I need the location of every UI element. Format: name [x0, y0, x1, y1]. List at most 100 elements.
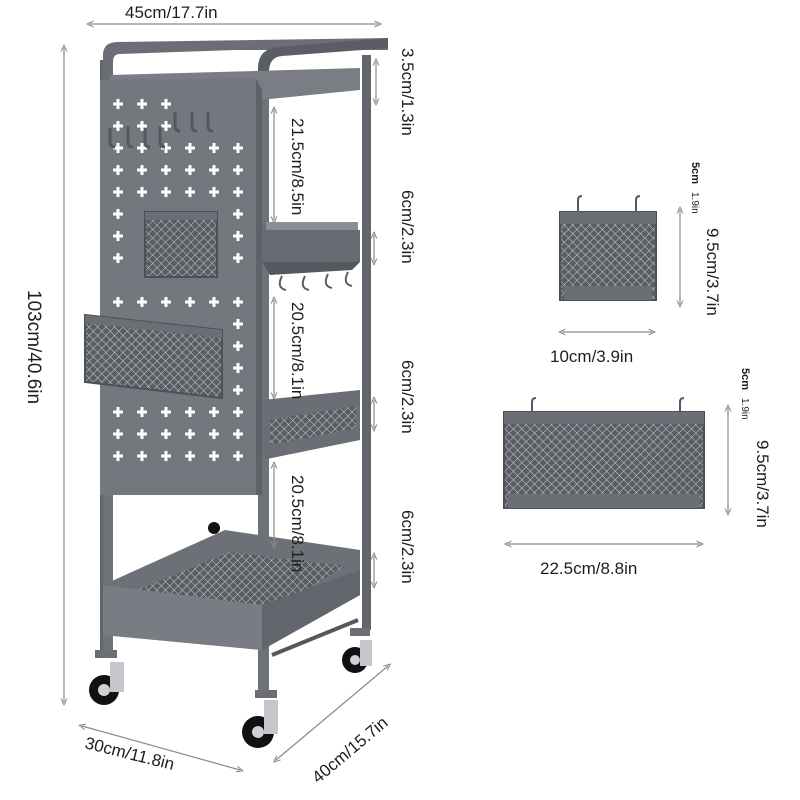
peg-hole — [113, 99, 123, 109]
rolling-cart — [84, 38, 388, 748]
pegboard-small-basket — [144, 211, 218, 278]
peg-hole — [209, 429, 219, 439]
peg-hole — [233, 187, 243, 197]
peg-hole — [185, 165, 195, 175]
pegboard-large-basket — [84, 313, 223, 400]
shelf-1 — [262, 222, 360, 275]
peg-hole — [137, 407, 147, 417]
peg-hole — [161, 451, 171, 461]
peg-hole — [161, 99, 171, 109]
peg-hole — [233, 363, 243, 373]
peg-hole — [233, 297, 243, 307]
peg-hole — [233, 253, 243, 263]
small-basket-width-label: 10cm/3.9in — [550, 347, 633, 366]
small-basket-depth-cm-label: 5cm — [689, 162, 701, 184]
peg-hole — [137, 121, 147, 131]
shelf-2 — [262, 390, 360, 460]
small-basket — [559, 195, 657, 301]
large-basket — [503, 397, 705, 509]
peg-hole — [233, 143, 243, 153]
shelf-hooks — [278, 271, 353, 291]
peg-hole — [161, 187, 171, 197]
peg-hole — [137, 99, 147, 109]
small-basket-depth-in-label: 1.9in — [689, 192, 700, 214]
top-handle-front — [258, 38, 388, 90]
peg-hole — [209, 451, 219, 461]
peg-hole — [113, 407, 123, 417]
peg-hole — [185, 429, 195, 439]
pegboard-upper — [100, 78, 262, 298]
caster-wheels — [89, 522, 372, 748]
peg-hole — [233, 165, 243, 175]
peg-hole — [161, 165, 171, 175]
peg-hole — [113, 187, 123, 197]
peg-hole — [209, 187, 219, 197]
peg-hole — [209, 297, 219, 307]
large-basket-height-label: 9.5cm/3.7in — [753, 440, 772, 528]
large-basket-measure-lines — [508, 408, 728, 544]
tier2-depth-label: 6cm/2.3in — [398, 360, 417, 434]
peg-hole — [113, 451, 123, 461]
base-width-label: 40cm/15.7in — [308, 713, 391, 787]
peg-hole — [209, 407, 219, 417]
peg-hole — [113, 209, 123, 219]
base-depth-line — [82, 726, 240, 770]
peg-hole — [137, 143, 147, 153]
large-basket-width-label: 22.5cm/8.8in — [540, 559, 637, 578]
caster-back-right — [342, 628, 372, 673]
peg-hole — [137, 187, 147, 197]
peg-hole — [233, 451, 243, 461]
tier3-depth-label: 6cm/2.3in — [398, 510, 417, 584]
peg-hole — [233, 231, 243, 241]
small-basket-measure-lines — [562, 210, 680, 332]
base-width-line — [276, 666, 388, 760]
pegboard-holes — [113, 99, 243, 461]
caster-back-left — [208, 522, 220, 534]
peg-hole — [185, 187, 195, 197]
cart-post-front-left-lower — [103, 470, 113, 650]
measure-lines — [64, 24, 388, 770]
caster-front-right — [242, 690, 278, 748]
peg-hole — [161, 121, 171, 131]
peg-hole — [137, 297, 147, 307]
tier2-gap-label: 20.5cm/8.1in — [288, 302, 307, 399]
cart-post-front-right — [258, 70, 269, 690]
peg-hole — [113, 121, 123, 131]
peg-hole — [233, 209, 243, 219]
peg-hole — [113, 253, 123, 263]
peg-hole — [113, 143, 123, 153]
tier1-depth-label: 6cm/2.3in — [398, 190, 417, 264]
peg-hole — [113, 165, 123, 175]
peg-hole — [233, 407, 243, 417]
total-height-label: 103cm/40.6in — [23, 290, 44, 404]
peg-hole — [233, 341, 243, 351]
peg-hole — [113, 429, 123, 439]
peg-hole — [209, 143, 219, 153]
pegboard-hooks — [108, 112, 214, 149]
peg-hole — [185, 407, 195, 417]
tier1-gap-label: 21.5cm/8.5in — [288, 118, 307, 215]
rail-height-label: 3.5cm/1.3in — [398, 48, 417, 136]
peg-hole — [185, 451, 195, 461]
top-width-label: 45cm/17.7in — [125, 3, 218, 22]
peg-hole — [233, 385, 243, 395]
peg-hole — [137, 451, 147, 461]
peg-hole — [161, 143, 171, 153]
tier3-gap-label: 20.5cm/8.1in — [288, 475, 307, 572]
peg-hole — [137, 165, 147, 175]
cart-post-back-right — [362, 55, 371, 630]
peg-hole — [161, 429, 171, 439]
large-basket-depth-in-label: 1.9in — [739, 398, 750, 420]
small-basket-height-label: 9.5cm/3.7in — [703, 228, 722, 316]
caster-front-left — [89, 650, 124, 705]
peg-hole — [161, 297, 171, 307]
peg-hole — [185, 297, 195, 307]
peg-hole — [233, 429, 243, 439]
peg-hole — [113, 231, 123, 241]
peg-hole — [137, 429, 147, 439]
large-basket-depth-cm-label: 5cm — [739, 368, 751, 390]
peg-hole — [113, 297, 123, 307]
peg-hole — [209, 165, 219, 175]
peg-hole — [233, 319, 243, 329]
